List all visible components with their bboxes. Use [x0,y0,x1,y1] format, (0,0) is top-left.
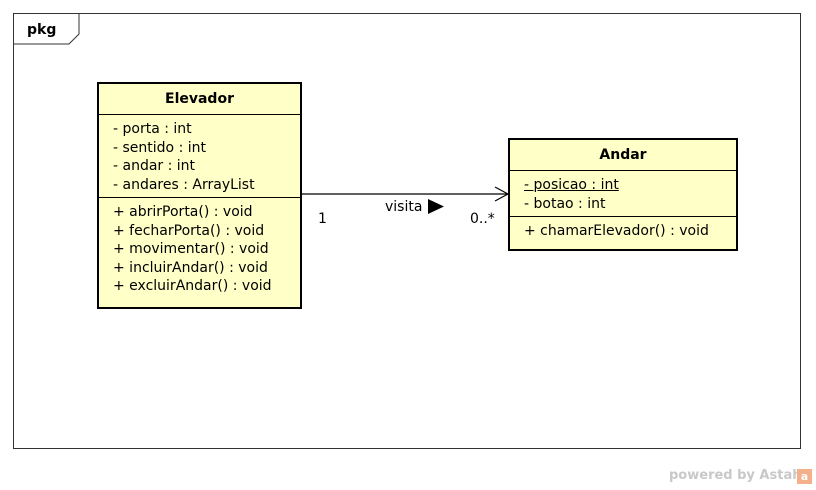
attribute: - andares : ArrayList [113,176,255,193]
direction-arrow-icon [428,199,444,214]
operation: + chamarElevador() : void [524,223,709,239]
astah-logo-icon: a [797,469,812,484]
operations-compartment: + chamarElevador() : void [510,217,736,244]
attribute: - porta : int [113,121,192,137]
class-name: Elevador [99,84,300,115]
operation: + excluirAndar() : void [113,278,272,294]
class-elevador[interactable]: Elevador - porta : int - sentido : int -… [97,82,302,309]
attributes-compartment: - porta : int - sentido : int - andar : … [99,115,300,198]
operations-compartment: + abrirPorta() : void + fecharPorta() : … [99,198,300,299]
static-attribute: - posicao : int [524,177,619,193]
attribute: - andar : int [113,158,196,174]
operation: + movimentar() : void [113,241,269,257]
operation: + incluirAndar() : void [113,259,268,276]
package-frame [13,13,801,449]
attribute: - sentido : int [113,139,206,156]
class-andar[interactable]: Andar - posicao : int - botao : int + ch… [508,138,738,251]
source-multiplicity: 1 [318,211,327,227]
association-label: visita [385,199,423,215]
logo-letter: a [800,470,809,483]
target-multiplicity: 0..* [470,211,495,227]
package-tab [13,13,80,45]
operation: + abrirPorta() : void [113,204,253,220]
package-label: pkg [27,22,57,38]
operation: + fecharPorta() : void [113,222,265,239]
attribute: - botao : int [524,195,606,212]
attributes-compartment: - posicao : int - botao : int [510,171,736,217]
powered-by-text: powered by Astah [669,468,802,483]
class-name: Andar [510,140,736,171]
